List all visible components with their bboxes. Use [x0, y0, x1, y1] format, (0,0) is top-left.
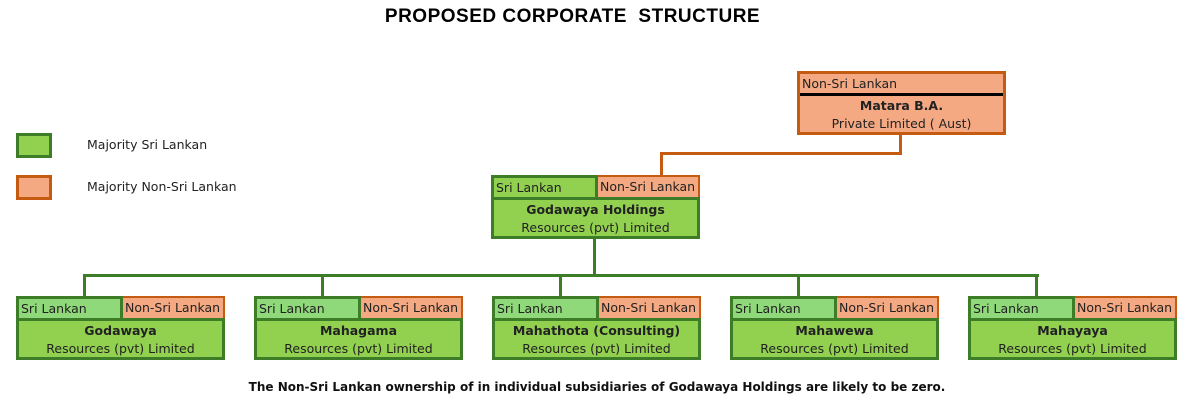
- non-sri-lankan-cell: Non-Sri Lankan: [123, 296, 225, 318]
- connector: [83, 274, 86, 296]
- entity-desc: Resources (pvt) Limited: [760, 341, 909, 356]
- sri-lankan-cell: Sri Lankan: [494, 178, 598, 197]
- entity-desc: Private Limited ( Aust): [831, 116, 972, 131]
- entity-name: Mahathota (Consulting): [512, 323, 681, 338]
- entity-desc: Resources (pvt) Limited: [284, 341, 433, 356]
- entity-desc: Resources (pvt) Limited: [521, 220, 670, 235]
- non-sri-lankan-cell: Non-Sri Lankan: [837, 296, 939, 318]
- entity-matara: Non-Sri Lankan Matara B.A. Private Limit…: [797, 71, 1006, 135]
- sri-lankan-cell: Sri Lankan: [19, 299, 123, 318]
- connector: [899, 133, 902, 155]
- page-title: PROPOSED CORPORATE STRUCTURE: [384, 6, 761, 27]
- entity-name: Mahawewa: [795, 323, 874, 338]
- entity-desc: Resources (pvt) Limited: [522, 341, 671, 356]
- footnote: The Non-Sri Lankan ownership of in indiv…: [248, 380, 946, 394]
- entity-name: Mahagama: [319, 323, 398, 338]
- non-sri-lankan-cell: Non-Sri Lankan: [598, 175, 700, 197]
- sri-lankan-cell: Sri Lankan: [495, 299, 599, 318]
- entity-desc: Resources (pvt) Limited: [998, 341, 1147, 356]
- entity-name: Matara B.A.: [859, 98, 944, 113]
- ownership-header: Non-Sri Lankan: [800, 74, 1003, 96]
- legend-label-sri-lankan: Majority Sri Lankan: [87, 137, 208, 152]
- entity-name: Mahayaya: [1037, 323, 1108, 338]
- sri-lankan-cell: Sri Lankan: [971, 299, 1075, 318]
- entity-name: Godawaya Holdings: [526, 202, 665, 217]
- legend-label-non-sri-lankan: Majority Non-Sri Lankan: [87, 179, 237, 194]
- connector: [559, 274, 562, 296]
- non-sri-lankan-cell: Non-Sri Lankan: [599, 296, 701, 318]
- connector: [321, 274, 324, 296]
- sri-lankan-cell: Sri Lankan: [257, 299, 361, 318]
- sri-lankan-cell: Sri Lankan: [733, 299, 837, 318]
- connector: [797, 274, 800, 296]
- entity-desc: Resources (pvt) Limited: [46, 341, 195, 356]
- legend-swatch-sri-lankan: [16, 133, 52, 158]
- entity-name: Godawaya: [84, 323, 157, 338]
- connector: [660, 152, 902, 155]
- legend-swatch-non-sri-lankan: [16, 175, 52, 200]
- connector: [593, 237, 596, 277]
- connector: [1035, 274, 1038, 296]
- non-sri-lankan-cell: Non-Sri Lankan: [1075, 296, 1177, 318]
- non-sri-lankan-cell: Non-Sri Lankan: [361, 296, 463, 318]
- connector: [660, 152, 663, 175]
